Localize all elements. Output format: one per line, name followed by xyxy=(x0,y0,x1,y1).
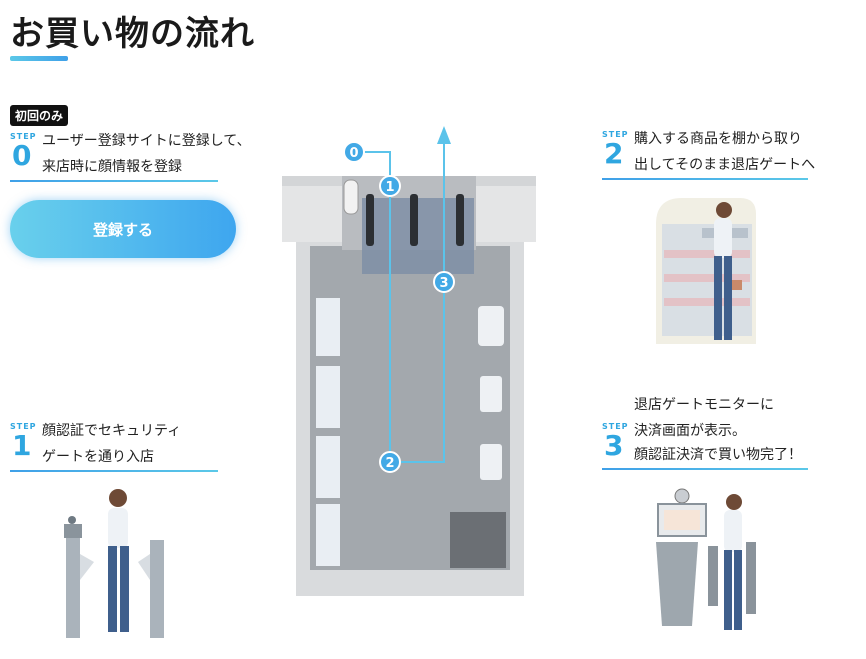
shelf-1 xyxy=(316,298,340,356)
step-3-text-line-3: 顔認証決済で買い物完了！ xyxy=(634,447,802,463)
step-1-label: STEP xyxy=(10,422,37,431)
step-1-text-line-1: 顔認証でセキュリティ xyxy=(42,423,182,439)
step-1-number: 1 xyxy=(12,429,32,462)
step-1: STEP 1 顔認証でセキュリティ ゲートを通り入店 xyxy=(10,422,220,474)
step-2-number: 2 xyxy=(604,137,624,170)
wall-right xyxy=(476,176,536,242)
step-1-underline xyxy=(10,470,218,472)
first-time-only-badge: 初回のみ xyxy=(10,105,69,126)
marker-2: 2 xyxy=(379,451,401,473)
step-1-text-line-2: ゲートを通り入店 xyxy=(42,449,154,465)
shelf-2 xyxy=(316,366,340,428)
step-0-text-line-1: ユーザー登録サイトに登録して、 xyxy=(42,133,251,149)
marker-1-label: 1 xyxy=(385,180,394,195)
step-2-text-line-1: 購入する商品を棚から取り xyxy=(634,131,802,147)
shelf-4 xyxy=(316,504,340,566)
exit-gate-illustration xyxy=(656,488,756,630)
step-2-underline xyxy=(602,178,808,180)
step-0: STEP 0 ユーザー登録サイトに登録して、 来店時に顔情報を登録 xyxy=(10,132,251,184)
shelf-3 xyxy=(316,436,340,498)
marker-3-label: 3 xyxy=(439,276,448,291)
fridge-2 xyxy=(480,376,502,412)
route-exit-arrow xyxy=(437,126,451,144)
step-2-label: STEP xyxy=(602,130,629,139)
step-3-label: STEP xyxy=(602,422,629,431)
step-0-label: STEP xyxy=(10,132,37,141)
step-3: 退店ゲートモニターに STEP 3 決済画面が表示。 顔認証決済で買い物完了！ xyxy=(602,397,842,474)
step-3-text-line-2: 決済画面が表示。 xyxy=(634,423,746,439)
fridge-3 xyxy=(480,444,502,480)
backroom xyxy=(450,512,506,568)
wall-left xyxy=(282,176,342,242)
step-0-number: 0 xyxy=(12,139,32,172)
step-2-text-line-2: 出してそのまま退店ゲートへ xyxy=(634,157,816,173)
step-0-underline xyxy=(10,180,218,182)
fridge-1 xyxy=(478,306,504,346)
marker-0: 0 xyxy=(343,141,365,163)
marker-2-label: 2 xyxy=(385,456,394,471)
marker-0-label: 0 xyxy=(349,146,358,161)
step-3-underline xyxy=(602,468,808,470)
step-2: STEP 2 購入する商品を棚から取り 出してそのまま退店ゲートへ xyxy=(602,130,842,182)
step-3-text-line-1: 退店ゲートモニターに xyxy=(634,397,774,413)
register-button[interactable]: 登録する xyxy=(10,200,236,258)
marker-3: 3 xyxy=(433,271,455,293)
step-0-text-line-2: 来店時に顔情報を登録 xyxy=(42,159,182,175)
gate-post-2 xyxy=(410,194,418,246)
gate-post-1 xyxy=(366,194,374,246)
page-title: お買い物の流れ xyxy=(10,14,255,54)
register-kiosk xyxy=(343,179,359,215)
step-3-number: 3 xyxy=(604,429,624,462)
shelf-illustration xyxy=(656,198,756,344)
store-floor-map: 0 1 2 3 xyxy=(282,126,536,596)
marker-1: 1 xyxy=(379,175,401,197)
entry-gate-illustration xyxy=(64,489,164,638)
gate-post-3 xyxy=(456,194,464,246)
title-underline xyxy=(10,56,68,61)
